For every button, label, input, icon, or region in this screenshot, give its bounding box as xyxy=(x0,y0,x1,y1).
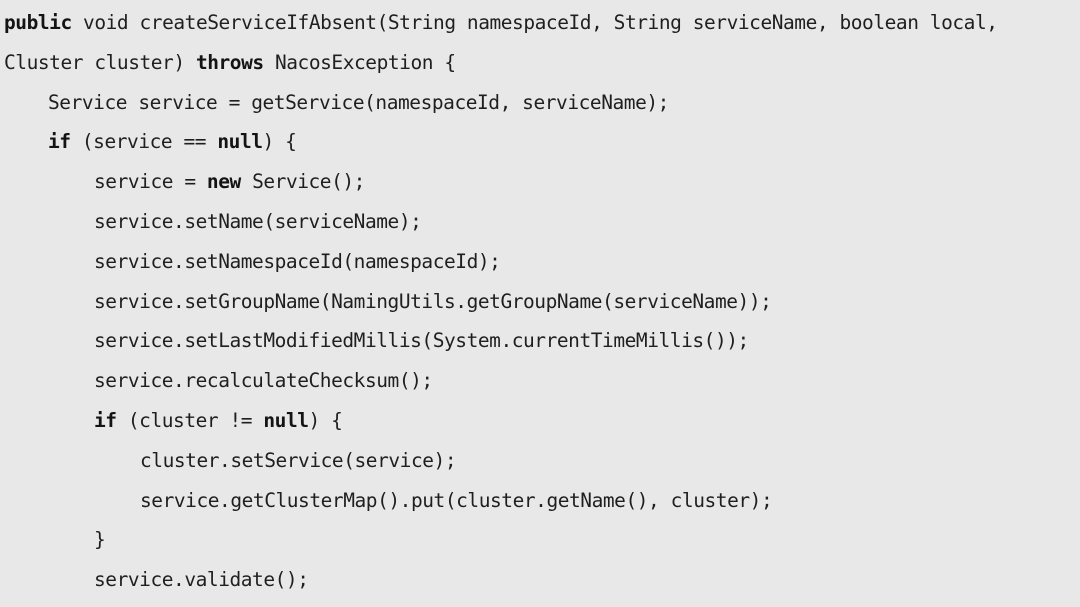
code-text: service.validate(); xyxy=(94,568,309,592)
code-keyword: throws xyxy=(195,50,264,74)
code-line: if (cluster != null) { xyxy=(4,401,343,441)
code-line: service.setName(serviceName); xyxy=(4,202,422,242)
code-line: service.setNamespaceId(namespaceId); xyxy=(4,242,501,282)
code-keyword: public xyxy=(4,11,72,34)
code-line: Cluster cluster) throws NacosException { xyxy=(4,43,456,83)
code-line: service.setLastModifiedMillis(System.cur… xyxy=(4,321,749,361)
code-text: NacosException { xyxy=(263,50,456,74)
code-keyword: null xyxy=(263,409,309,432)
code-line: service.validate(); xyxy=(4,560,309,600)
code-keyword: if xyxy=(94,409,117,432)
code-text: ) { xyxy=(308,409,343,432)
code-text: Service(); xyxy=(240,170,365,194)
code-text: service.getClusterMap().put(cluster.getN… xyxy=(140,488,773,512)
code-text: cluster.setService(service); xyxy=(140,448,457,472)
code-text: void createServiceIfAbsent(String namesp… xyxy=(71,11,998,34)
code-text: Service service = getService(namespaceId… xyxy=(48,90,669,114)
code-keyword: new xyxy=(206,170,241,194)
code-text: service.setName(serviceName); xyxy=(94,210,422,233)
code-line: Service service = getService(namespaceId… xyxy=(4,83,669,123)
code-text: service.setLastModifiedMillis(System.cur… xyxy=(94,329,749,353)
code-line: if (service == null) { xyxy=(4,122,297,162)
code-line: service.setGroupName(NamingUtils.getGrou… xyxy=(4,282,772,322)
code-line: } xyxy=(4,520,106,560)
code-text: Cluster cluster) xyxy=(4,50,196,74)
code-text: } xyxy=(94,528,106,552)
code-keyword: if xyxy=(48,130,71,154)
code-text: (service == xyxy=(70,130,218,154)
code-line: service.getClusterMap().put(cluster.getN… xyxy=(4,481,773,521)
code-line: cluster.setService(service); xyxy=(4,441,457,481)
code-text: ) { xyxy=(262,130,297,154)
code-text: service.recalculateChecksum(); xyxy=(94,369,433,393)
code-text: (cluster != xyxy=(116,409,264,432)
code-text: service.setNamespaceId(namespaceId); xyxy=(94,249,501,273)
code-text: service.setGroupName(NamingUtils.getGrou… xyxy=(94,289,772,313)
code-keyword: null xyxy=(217,130,263,154)
code-line: public void createServiceIfAbsent(String… xyxy=(4,3,998,43)
code-line: service = new Service(); xyxy=(4,162,365,202)
code-line: service.recalculateChecksum(); xyxy=(4,361,433,401)
code-text: service = xyxy=(94,170,207,194)
